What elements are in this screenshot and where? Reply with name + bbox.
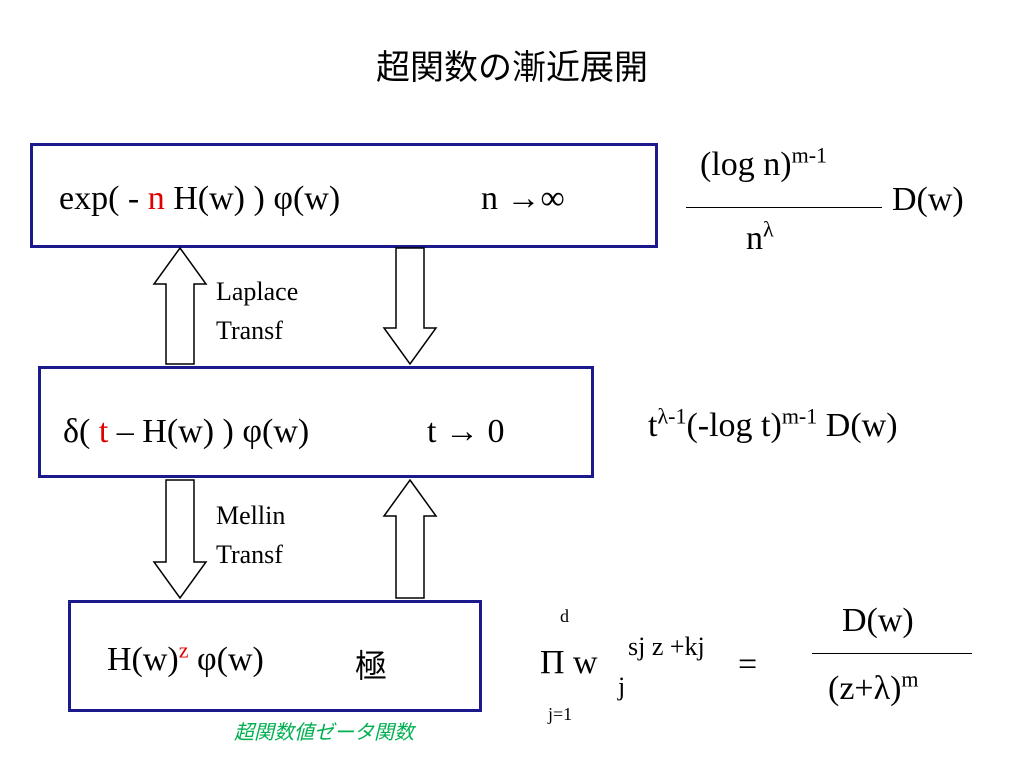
zeta-base: H(w) (107, 641, 179, 678)
box-exp: exp( - n H(w) ) φ(w) n →∞ (30, 143, 658, 248)
right2-mid-sup: m-1 (781, 403, 818, 429)
box-delta: δ( t – H(w) ) φ(w) t → 0 (38, 366, 594, 478)
zeta-z-sup: z (178, 637, 189, 663)
laplace-label-line2: Transf (216, 316, 283, 345)
exp-limit: n →∞ (481, 180, 565, 217)
right1-num-sup: m-1 (791, 142, 828, 168)
footnote-zeta: 超関数値ゼータ関数 (234, 720, 414, 744)
right1-numerator: (log n)m-1 (700, 142, 828, 184)
right2-formula: tλ-1(-log t)m-1 D(w) (648, 403, 898, 445)
right3-den-text: (z+λ) (828, 670, 902, 707)
exp-formula: exp( - n H(w) ) φ(w) (59, 180, 340, 218)
delta-formula: δ( t – H(w) ) φ(w) (63, 413, 309, 451)
delta-prefix: δ( (63, 413, 99, 450)
product-subscript-j: j (618, 672, 626, 701)
pole-kanji: 極 (355, 647, 388, 685)
mellin-label-line2: Transf (216, 540, 283, 569)
equals-sign: = (738, 646, 758, 683)
right3-denominator: (z+λ)m (828, 666, 919, 708)
page-title: 超関数の漸近展開 (376, 48, 648, 88)
product-lower-limit: j=1 (548, 704, 573, 724)
right3-fraction-line (812, 653, 972, 654)
zeta-rest: φ(w) (188, 641, 264, 678)
right2-t: t (648, 407, 658, 444)
zeta-formula: H(w)z φ(w) (107, 637, 264, 679)
box-zeta: H(w)z φ(w) 極 (68, 600, 482, 712)
right2-t-sup: λ-1 (657, 403, 687, 429)
up-arrow-1 (152, 246, 208, 365)
right1-den-text: n (746, 220, 763, 257)
right1-den-sup: λ (763, 216, 774, 242)
delta-limit: t → 0 (427, 413, 505, 450)
right3-den-sup: m (901, 666, 919, 692)
down-arrow-1 (382, 247, 438, 366)
exp-prefix: exp( - (59, 180, 148, 217)
delta-rest: – H(w) ) φ(w) (108, 413, 310, 450)
right2-dw: D(w) (817, 407, 898, 444)
exp-rest: H(w) ) φ(w) (164, 180, 341, 217)
right1-dw: D(w) (892, 181, 964, 218)
up-arrow-2 (382, 478, 438, 599)
right3-numerator: D(w) (842, 602, 914, 639)
laplace-label-line1: Laplace (216, 277, 299, 306)
right1-denominator: nλ (746, 216, 774, 258)
product-upper-limit: d (560, 606, 569, 626)
right1-num-text: (log n) (700, 146, 792, 183)
right1-fraction-line (686, 207, 882, 208)
delta-t: t (98, 413, 109, 450)
exp-n: n (147, 180, 165, 217)
product-exponent: sj z +kj (628, 632, 705, 661)
right2-mid: (-log t) (686, 407, 782, 444)
down-arrow-2 (152, 479, 208, 600)
mellin-label-line1: Mellin (216, 501, 286, 530)
product-pi: Π w (540, 644, 598, 681)
